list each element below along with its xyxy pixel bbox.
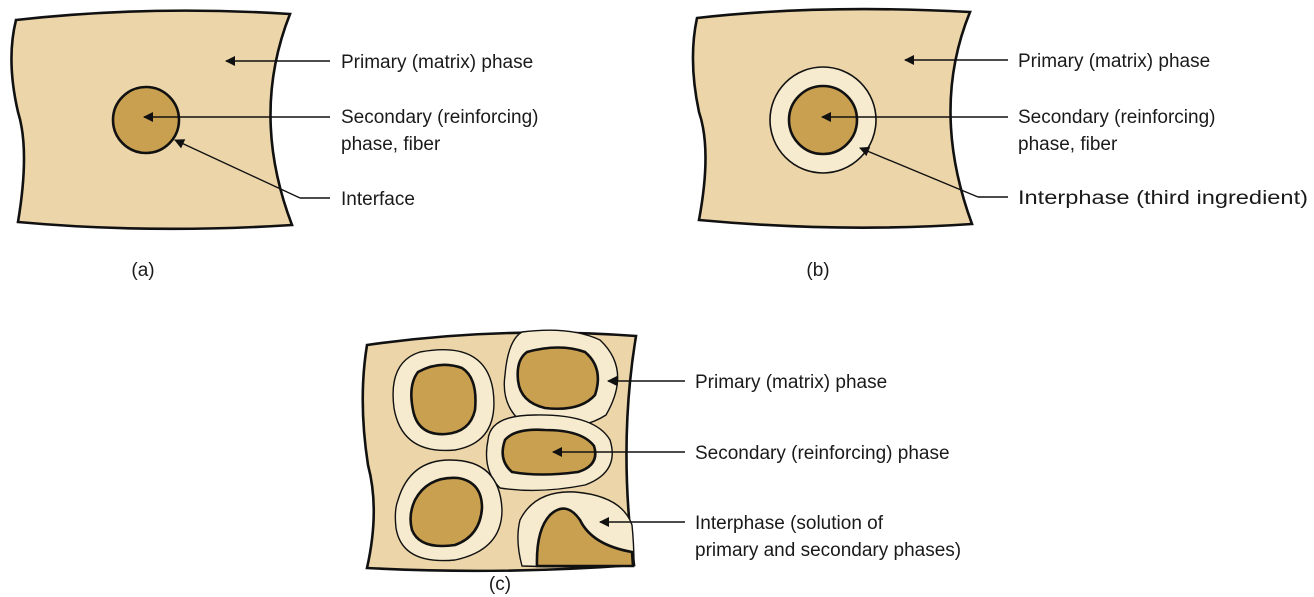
label-fiber-b-line1: Secondary (reinforcing)	[1018, 107, 1215, 128]
label-interphase-c-line1: Interphase (solution of	[695, 513, 884, 534]
reinforcing-fiber	[787, 84, 859, 156]
reinforcing-fiber	[111, 85, 181, 155]
caption-b: (b)	[806, 260, 829, 281]
panel-b: Primary (matrix) phase Secondary (reinfo…	[691, 7, 1308, 281]
caption-a: (a)	[131, 260, 154, 281]
label-fiber-a-line1: Secondary (reinforcing)	[341, 107, 538, 128]
reinforcing-particle	[516, 346, 600, 410]
panel-c: Primary (matrix) phase Secondary (reinfo…	[361, 329, 961, 595]
reinforcing-particle	[409, 476, 484, 548]
caption-c: (c)	[489, 574, 511, 595]
label-matrix-a: Primary (matrix) phase	[341, 52, 533, 73]
reinforcing-particle	[535, 507, 635, 568]
label-reinforcing-c: Secondary (reinforcing) phase	[695, 443, 950, 464]
label-matrix-c: Primary (matrix) phase	[695, 372, 887, 393]
label-interphase-c-line2: primary and secondary phases)	[695, 540, 961, 561]
reinforcing-particle	[410, 363, 477, 436]
panel-a: Primary (matrix) phase Secondary (reinfo…	[10, 9, 538, 281]
label-interface-a: Interface	[341, 189, 415, 210]
reinforcing-particle	[501, 428, 597, 476]
label-fiber-b-line2: phase, fiber	[1018, 134, 1118, 155]
label-matrix-b: Primary (matrix) phase	[1018, 51, 1210, 72]
label-fiber-a-line2: phase, fiber	[341, 134, 441, 155]
label-interphase-b: Interphase (third ingredient)	[1018, 188, 1308, 209]
leader-interphase-b-diag	[859, 146, 979, 198]
leader-interface-a-diag	[174, 139, 301, 199]
